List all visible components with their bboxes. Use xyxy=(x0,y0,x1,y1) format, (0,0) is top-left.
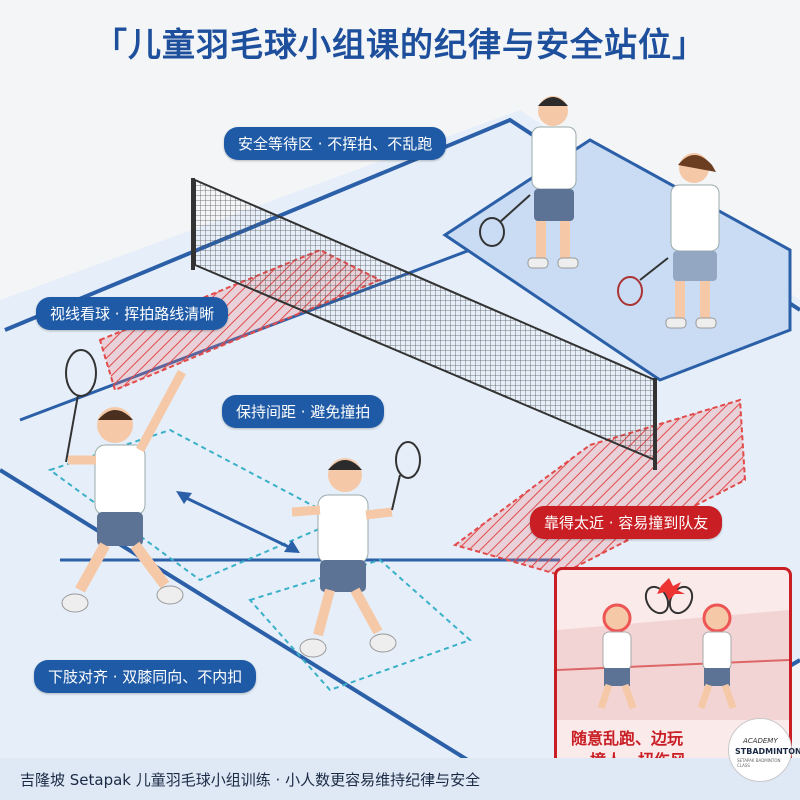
academy-logo: ACADEMY STBADMINTON SETAPAK BADMINTON CL… xyxy=(728,718,800,782)
distance-arrow-head-left xyxy=(176,491,192,504)
logo-line-2: STBADMINTON xyxy=(735,747,800,756)
player-right xyxy=(291,441,421,658)
callout-leg-alignment-text: 下肢对齐 · 双膝同向、不内扣 xyxy=(48,668,243,686)
danger-zone-side xyxy=(452,398,747,577)
court-sideline-left xyxy=(0,468,502,782)
player-left xyxy=(61,349,186,613)
waiting-child-boy xyxy=(479,96,579,269)
waiting-child-girl xyxy=(617,153,720,329)
callout-too-close-text: 靠得太近 · 容易撞到队友 xyxy=(544,514,709,532)
callout-keep-distance: 保持间距 · 避免撞拍 xyxy=(222,395,385,428)
footer-text: 吉隆坡 Setapak 儿童羽毛球小组训练 · 小人数更容易维持纪律与安全 xyxy=(20,771,481,789)
callout-watch-ball: 视线看球 · 挥拍路线清晰 xyxy=(36,297,229,330)
callout-safe-waiting-zone-text: 安全等待区 · 不挥拍、不乱跑 xyxy=(238,135,433,153)
callout-leg-alignment: 下肢对齐 · 双膝同向、不内扣 xyxy=(34,660,257,693)
collision-illustration xyxy=(557,578,789,720)
net xyxy=(194,178,656,462)
warning-line-1: 随意乱跑、边玩 xyxy=(571,729,684,748)
callout-too-close: 靠得太近 · 容易撞到队友 xyxy=(530,506,723,539)
page-title: 「儿童羽毛球小组课的纪律与安全站位」 xyxy=(94,25,706,64)
logo-line-1: ACADEMY xyxy=(743,737,778,745)
distance-arrow-head-right xyxy=(284,540,300,553)
callout-watch-ball-text: 视线看球 · 挥拍路线清晰 xyxy=(50,305,215,323)
distance-arrow xyxy=(179,493,296,552)
logo-line-3: SETAPAK BADMINTON CLASS xyxy=(737,758,781,768)
collision-child-right xyxy=(702,603,732,633)
collision-child-left xyxy=(602,603,632,633)
callout-keep-distance-text: 保持间距 · 避免撞拍 xyxy=(236,403,371,421)
callout-safe-waiting-zone: 安全等待区 · 不挥拍、不乱跑 xyxy=(224,127,447,160)
impact-burst-icon xyxy=(657,578,685,600)
footer-bar: 吉隆坡 Setapak 儿童羽毛球小组训练 · 小人数更容易维持纪律与安全 xyxy=(0,758,800,800)
